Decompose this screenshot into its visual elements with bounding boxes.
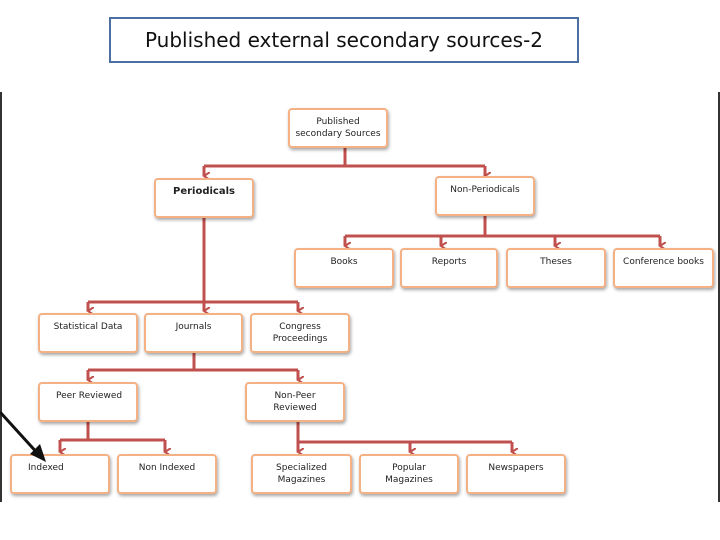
node-label: Theses — [540, 257, 572, 267]
node-label: Reports — [431, 257, 467, 267]
node-label: Congress Proceedings — [272, 322, 328, 344]
node-label: Journals — [175, 322, 212, 332]
slide-title: Published external secondary sources-2 — [109, 17, 579, 63]
node-reports: Reports — [400, 248, 498, 288]
node-popular-magazines: Popular Magazines — [359, 454, 459, 494]
node-label: Published secondary Sources — [295, 117, 381, 139]
node-label: Indexed — [28, 463, 64, 473]
node-label: Conference books — [623, 257, 704, 267]
node-journals: Journals — [144, 313, 243, 353]
node-non-peer-reviewed: Non-Peer Reviewed — [245, 382, 345, 422]
node-label: Peer Reviewed — [56, 391, 123, 401]
node-statistical-data: Statistical Data — [38, 313, 138, 353]
node-label: Specialized Magazines — [276, 463, 327, 485]
node-newspapers: Newspapers — [466, 454, 566, 494]
node-label: Statistical Data — [53, 322, 123, 332]
node-label: Periodicals — [173, 186, 235, 197]
node-periodicals: Periodicals — [154, 178, 254, 218]
node-label: Popular Magazines — [385, 463, 433, 485]
node-theses: Theses — [506, 248, 606, 288]
node-congress-proceedings: Congress Proceedings — [250, 313, 350, 353]
node-indexed: Indexed — [10, 454, 110, 494]
node-label: Books — [330, 257, 358, 267]
node-label: Non Indexed — [138, 463, 196, 473]
node-label: Non-Periodicals — [450, 185, 520, 195]
node-non-periodicals: Non-Periodicals — [435, 176, 535, 216]
node-specialized-magazines: Specialized Magazines — [251, 454, 352, 494]
diagram-frame — [0, 92, 720, 502]
node-label: Non-Peer Reviewed — [273, 391, 317, 413]
node-peer-reviewed: Peer Reviewed — [38, 382, 138, 422]
node-books: Books — [294, 248, 394, 288]
node-conference-books: Conference books — [613, 248, 714, 288]
node-non-indexed: Non Indexed — [117, 454, 217, 494]
node-label: Newspapers — [488, 463, 544, 473]
node-published-secondary-sources: Published secondary Sources — [288, 108, 388, 148]
